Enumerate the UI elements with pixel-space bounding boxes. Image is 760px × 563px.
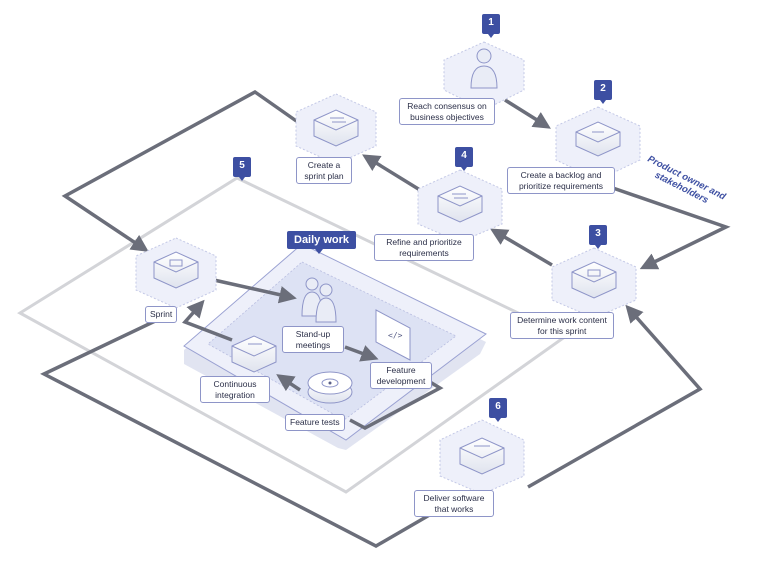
sprint-label: Sprint: [145, 306, 178, 323]
step-badge-3: 3: [589, 225, 607, 249]
step-1-label: Reach consensus on business objectives: [399, 98, 495, 125]
node-4-refine: [417, 169, 503, 243]
server-icon: [459, 437, 505, 475]
step-badge-5: 5: [233, 157, 251, 181]
step-5-label: Create a sprint plan: [296, 157, 352, 184]
standup-label: Stand-up meetings: [282, 326, 344, 353]
arrow-2-to-3: [609, 185, 731, 270]
step-4-label: Refine and prioritize requirements: [374, 234, 474, 261]
sprint-loop-outline: [17, 176, 569, 494]
daily-work-title: Daily work: [287, 231, 357, 254]
feature-tests-label: Feature tests: [285, 414, 345, 431]
server-icon: [575, 121, 621, 157]
svg-text:</>: </>: [388, 331, 403, 340]
node-sprint: [135, 237, 217, 309]
feature-development-label: Feature development: [370, 362, 432, 389]
continuous-integration-label: Continuous integration: [200, 376, 270, 403]
step-3-label: Determine work content for this sprint: [510, 312, 614, 339]
server-icon: [571, 261, 617, 299]
arrow-ci-to-sprint: [182, 299, 233, 342]
arrow-5-to-sprint: [61, 89, 304, 252]
step-2-label: Create a backlog and prioritize requirem…: [507, 167, 615, 194]
arrow-deliver-to-3: [527, 304, 703, 489]
step-6-label: Deliver software that works: [414, 490, 494, 517]
people-icon: [301, 277, 337, 323]
arrow-4-to-5: [362, 154, 421, 192]
arrow-3-to-4: [489, 228, 553, 267]
arrow-sprint-to-deliver: [40, 311, 446, 548]
step-badge-1: 1: [482, 14, 500, 38]
step-badge-2: 2: [594, 80, 612, 104]
server-icon: [313, 109, 359, 147]
arrow-tests-to-ci: [276, 374, 301, 392]
target-icon: [307, 371, 353, 404]
node-6-deliver: [439, 419, 525, 495]
arrow-sprint-to-standup: [204, 276, 297, 304]
person-icon: [470, 48, 498, 89]
arrow-standup-to-feature-dev: [344, 345, 379, 362]
server-icon: [153, 251, 199, 289]
arrow-1-to-2: [504, 98, 551, 129]
node-3-sprint-content: [551, 247, 637, 319]
node-5-sprint-plan: [295, 93, 377, 165]
code-monitor-icon: </>: [375, 309, 411, 361]
step-badge-4: 4: [455, 147, 473, 171]
step-badge-6: 6: [489, 398, 507, 422]
server-icon: [437, 185, 483, 223]
node-1-objectives: [443, 41, 525, 111]
node-2-backlog: [555, 106, 641, 181]
server-icon: [231, 335, 277, 373]
